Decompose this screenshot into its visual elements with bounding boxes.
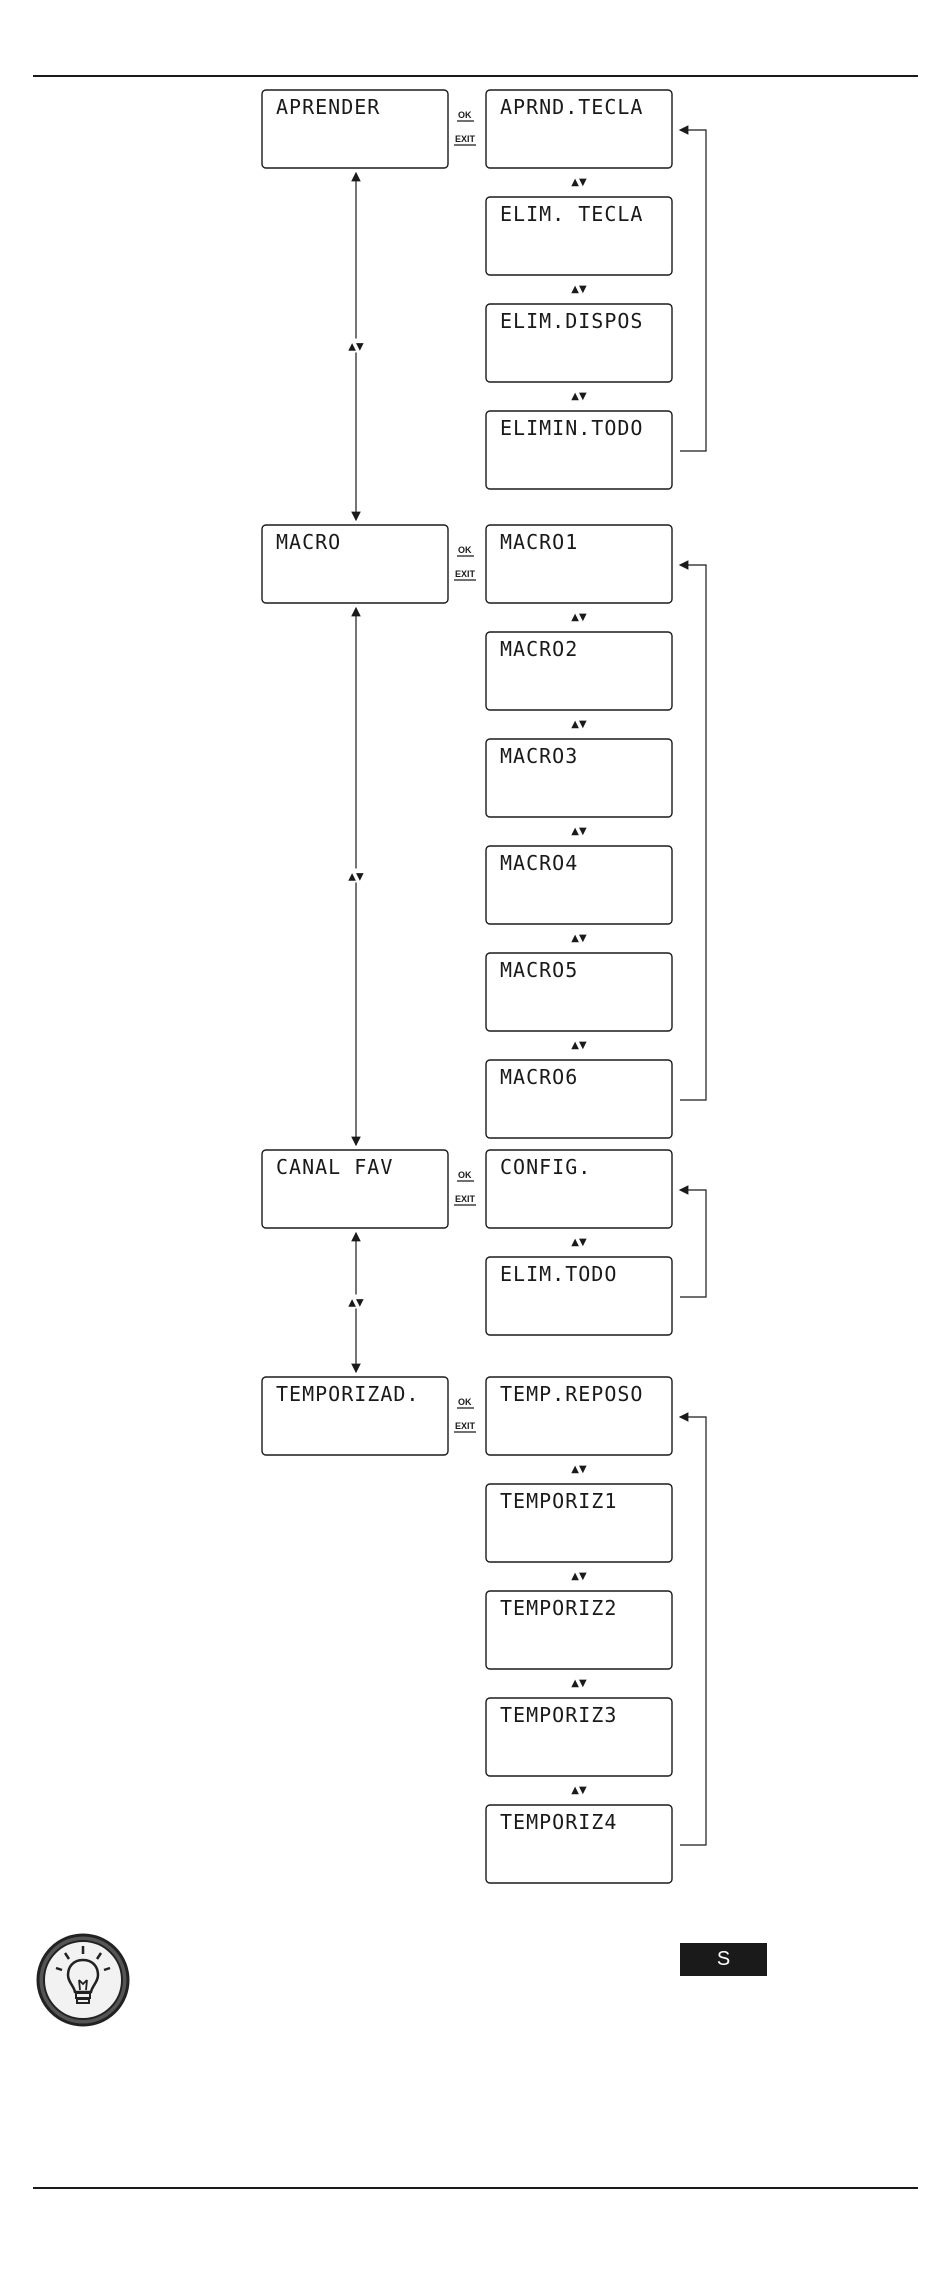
bottom-rule [33,2187,918,2189]
submenu-item-label: MACRO1 [500,530,578,554]
updown-symbol: ▲▼ [348,1298,364,1309]
exit-key-label: EXIT [455,1421,476,1431]
submenu-item-label: TEMPORIZ2 [500,1596,617,1620]
submenu-item-label: TEMPORIZ4 [500,1810,617,1834]
updown-symbol: ▲▼ [571,1237,587,1248]
lightbulb-icon [33,1930,133,2030]
updown-symbol: ▲▼ [348,342,364,353]
submenu-item-label: ELIM.DISPOS [500,309,643,333]
submenu-item-label: TEMP.REPOSO [500,1382,643,1406]
section-badge: S [680,1943,767,1976]
updown-symbol: ▲▼ [571,1785,587,1796]
submenu-item-label: APRND.TECLA [500,95,643,119]
menu-label: CANAL FAV [276,1155,393,1179]
submenu-item-label: ELIMIN.TODO [500,416,643,440]
submenu-item-label: CONFIG. [500,1155,591,1179]
updown-symbol: ▲▼ [571,826,587,837]
submenu-item-label: MACRO6 [500,1065,578,1089]
menu-label: APRENDER [276,95,380,119]
ok-key-label: OK [458,545,472,555]
return-bracket [680,1190,706,1297]
exit-key-label: EXIT [455,569,476,579]
ok-key-label: OK [458,110,472,120]
menu-label: TEMPORIZAD. [276,1382,419,1406]
updown-symbol: ▲▼ [571,719,587,730]
return-bracket [680,1417,706,1845]
updown-symbol: ▲▼ [348,872,364,883]
updown-symbol: ▲▼ [571,1678,587,1689]
ok-key-label: OK [458,1397,472,1407]
return-bracket [680,130,706,451]
submenu-item-label: MACRO2 [500,637,578,661]
updown-symbol: ▲▼ [571,1040,587,1051]
updown-symbol: ▲▼ [571,391,587,402]
updown-symbol: ▲▼ [571,933,587,944]
ok-key-label: OK [458,1170,472,1180]
submenu-item-label: ELIM. TECLA [500,202,643,226]
submenu-item-label: ELIM.TODO [500,1262,617,1286]
submenu-item-label: TEMPORIZ3 [500,1703,617,1727]
updown-symbol: ▲▼ [571,284,587,295]
submenu-item-label: MACRO5 [500,958,578,982]
updown-symbol: ▲▼ [571,177,587,188]
exit-key-label: EXIT [455,1194,476,1204]
updown-symbol: ▲▼ [571,612,587,623]
exit-key-label: EXIT [455,134,476,144]
submenu-item-label: MACRO3 [500,744,578,768]
return-bracket [680,565,706,1100]
updown-symbol: ▲▼ [571,1464,587,1475]
menu-label: MACRO [276,530,341,554]
submenu-item-label: TEMPORIZ1 [500,1489,617,1513]
updown-symbol: ▲▼ [571,1571,587,1582]
submenu-item-label: MACRO4 [500,851,578,875]
